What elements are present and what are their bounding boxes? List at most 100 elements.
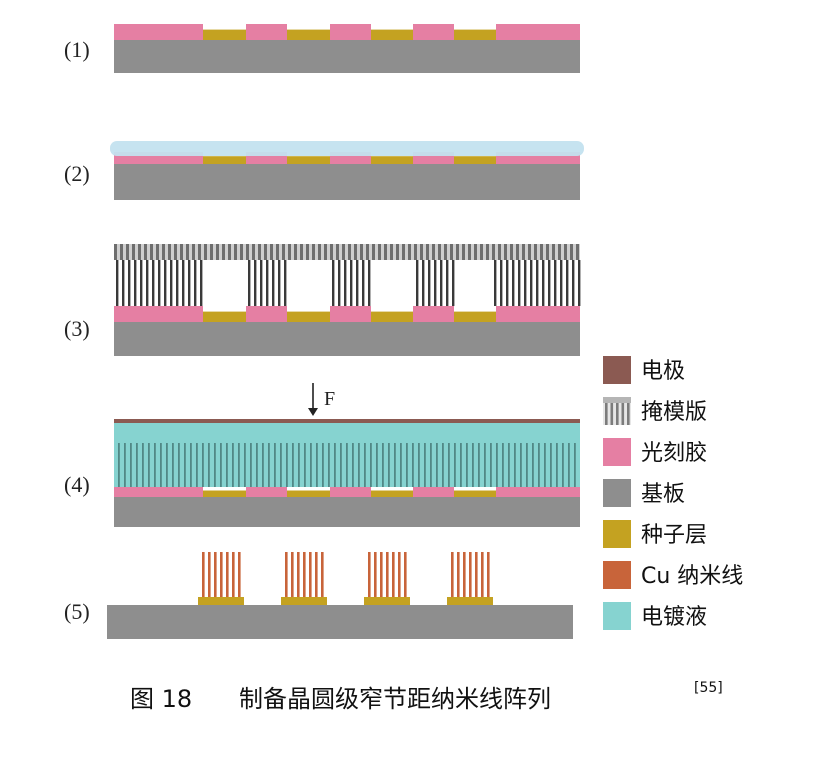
mask-bar xyxy=(200,260,203,306)
mask-bar xyxy=(514,443,516,487)
mask-bar xyxy=(370,443,372,487)
mask-bar xyxy=(500,260,503,306)
photoresist-segment xyxy=(413,306,454,322)
mask-bar xyxy=(134,260,137,306)
mask-bar xyxy=(416,260,419,306)
photoresist-segment xyxy=(246,24,287,40)
mask-bar xyxy=(130,443,132,487)
seed-layer-segment xyxy=(364,597,410,605)
mask-bar xyxy=(158,260,161,306)
legend-swatch-stripe xyxy=(627,403,630,425)
mask-bar xyxy=(164,260,167,306)
photoresist-segment xyxy=(330,24,371,40)
mask-bar xyxy=(490,443,492,487)
legend-swatch-electrode xyxy=(603,356,631,384)
mask-bar xyxy=(292,443,294,487)
substrate xyxy=(114,497,580,527)
mask-bar xyxy=(232,443,234,487)
legend-label-electrolyte: 电镀液 xyxy=(641,605,707,630)
mask-bar xyxy=(208,443,210,487)
substrate xyxy=(107,605,573,639)
seed-layer-segment xyxy=(203,490,246,497)
photoresist-segment xyxy=(114,306,203,322)
cu-nanowire xyxy=(303,552,306,597)
mask-bar xyxy=(554,260,557,306)
mask-bar xyxy=(574,443,576,487)
legend-swatch-stripe xyxy=(605,403,608,425)
mask-bar xyxy=(448,443,450,487)
cu-nanowire xyxy=(386,552,389,597)
mask-bar xyxy=(298,443,300,487)
mask-bar xyxy=(362,260,365,306)
legend-label-photoresist: 光刻胶 xyxy=(641,441,707,466)
mask-bar xyxy=(356,260,359,306)
photoresist-segment xyxy=(246,487,287,497)
seed-layer-segment xyxy=(454,156,496,164)
cu-nanowire xyxy=(285,552,288,597)
mask-bar xyxy=(266,260,269,306)
mask-bar xyxy=(394,443,396,487)
mask-bar xyxy=(188,260,191,306)
mask-bar xyxy=(472,443,474,487)
caption-figure-number: 图 18 xyxy=(130,685,192,713)
mask-bar xyxy=(244,443,246,487)
mask-bar xyxy=(116,260,119,306)
photoresist-segment xyxy=(496,306,580,322)
photoresist-segment xyxy=(496,487,580,497)
mask-bar xyxy=(142,443,144,487)
legend-swatch-seed xyxy=(603,520,631,548)
legend-swatch-stripe xyxy=(616,403,619,425)
step-label-5: (5) xyxy=(64,599,90,624)
mask-bar xyxy=(190,443,192,487)
cu-nanowire xyxy=(202,552,205,597)
seed-layer-segment xyxy=(454,490,496,497)
mask-bar xyxy=(428,260,431,306)
photoresist-segment xyxy=(330,306,371,322)
substrate xyxy=(114,164,580,200)
seed-layer-segment xyxy=(287,156,330,164)
mask-bar xyxy=(284,260,287,306)
mask-bar xyxy=(260,260,263,306)
cu-nanowire xyxy=(463,552,466,597)
mask-bar xyxy=(478,443,480,487)
mask-bar xyxy=(520,443,522,487)
mask-bar xyxy=(124,443,126,487)
cu-nanowire xyxy=(487,552,490,597)
legend-label-mask: 掩模版 xyxy=(641,400,707,425)
mask-bar xyxy=(328,443,330,487)
mask-bar xyxy=(128,260,131,306)
legend-swatch-stripe-top xyxy=(603,397,631,403)
cu-nanowire xyxy=(309,552,312,597)
mask-bar xyxy=(334,443,336,487)
mask-bar xyxy=(278,260,281,306)
seed-layer-segment xyxy=(287,490,330,497)
step-3-mask-alignment xyxy=(114,244,581,356)
mask-bar xyxy=(286,443,288,487)
seed-layer-segment xyxy=(371,490,413,497)
seed-layer-segment xyxy=(447,597,493,605)
photoresist-segment xyxy=(413,487,454,497)
seed-layer-segment xyxy=(287,29,330,40)
legend-label-nanowire: Cu 纳米线 xyxy=(641,564,743,589)
cu-nanowire xyxy=(220,552,223,597)
mask-bar xyxy=(310,443,312,487)
legend-label-electrode: 电极 xyxy=(641,359,685,384)
photoresist-segment xyxy=(246,306,287,322)
mask-bar xyxy=(304,443,306,487)
mask-bar xyxy=(454,443,456,487)
step-1-wafer xyxy=(114,24,580,73)
seed-layer-segment xyxy=(371,156,413,164)
seed-layer-segment xyxy=(371,29,413,40)
photoresist-segment xyxy=(114,24,203,40)
mask-bar xyxy=(538,443,540,487)
cu-nanowire xyxy=(392,552,395,597)
mask-bar xyxy=(524,260,527,306)
substrate xyxy=(114,40,580,73)
mask-bar xyxy=(268,443,270,487)
mask-bar xyxy=(272,260,275,306)
mask-bar xyxy=(256,443,258,487)
mask-bar xyxy=(262,443,264,487)
mask-bar xyxy=(352,443,354,487)
mask-bar xyxy=(572,260,575,306)
